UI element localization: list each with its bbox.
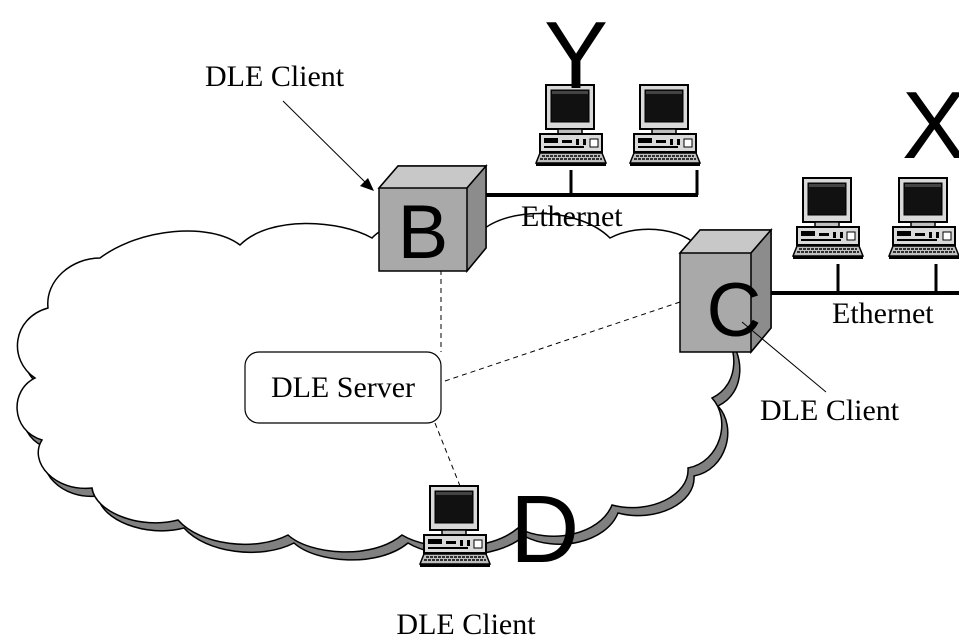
link-d-server	[434, 422, 461, 487]
switch-b: B	[377, 163, 488, 275]
link-c-server	[441, 301, 681, 383]
switch-b-letter: B	[398, 190, 449, 275]
ethernet-label-top: Ethernet	[521, 200, 623, 233]
node-y-letter: Y	[544, 2, 608, 109]
computer-x1	[792, 177, 864, 260]
computer-y2	[629, 84, 701, 167]
callout-arrow-b	[282, 100, 367, 184]
switch-c: C	[678, 227, 773, 355]
callout-line-c	[741, 321, 827, 393]
dle-client-label-top: DLE Client	[205, 60, 345, 93]
node-d-letter: D	[510, 476, 579, 583]
switch-c-letter: C	[707, 268, 762, 353]
computer-x2	[888, 177, 959, 260]
dle-client-label-bottom: DLE Client	[396, 608, 536, 640]
arrowhead-b	[360, 178, 374, 191]
ethernet-label-right: Ethernet	[832, 297, 934, 330]
dle-server-label: DLE Server	[271, 371, 415, 404]
dle-server-box	[244, 351, 442, 424]
node-x-letter: X	[902, 72, 959, 179]
dle-client-label-right: DLE Client	[760, 394, 900, 427]
